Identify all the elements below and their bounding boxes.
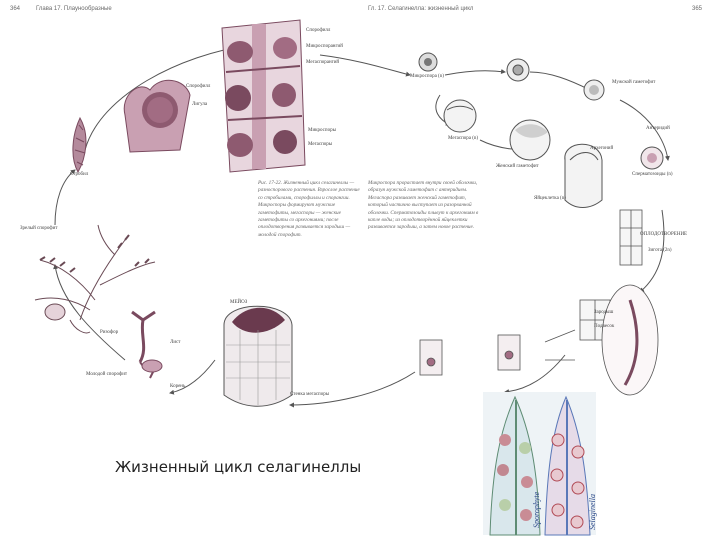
label-embryo: Зародыш — [594, 310, 613, 316]
label-sporophyll-mid: Спорофилл — [186, 84, 210, 90]
label-strobil: Стробил — [70, 172, 88, 178]
label-microsporangium: Микроспорангий — [306, 44, 343, 50]
strobilus-section — [222, 20, 305, 172]
label-rhizophore: Ризофор — [100, 330, 118, 336]
label-meiosis: МЕЙОЗ — [230, 300, 247, 306]
strobilus-small — [73, 118, 86, 172]
cycle-arrow — [55, 170, 75, 225]
body-paragraph: Микроспора прорастает внутри своей оболо… — [368, 180, 480, 232]
sporophyll-detail — [124, 80, 190, 152]
label-young-sporophyte: Молодой спорофит — [86, 372, 127, 378]
label-zygote: Зигота (2n) — [648, 248, 672, 254]
cycle-arrow — [290, 372, 415, 405]
label-sporophyll-top: Спорофилл — [306, 28, 330, 34]
cycle-arrow — [55, 265, 125, 360]
label-megaspore-wall: Стенка мегаспоры — [290, 392, 329, 398]
young-sporophyte-emerging — [132, 312, 162, 378]
figure-caption-text: Рис. 17-22. Жизненный цикл селагинеллы —… — [258, 180, 364, 239]
female-gametophyte-section — [224, 306, 292, 406]
label-female-gametophyte: Женский гаметофит — [496, 164, 539, 170]
label-megaspore: Мегаспора (n) — [448, 136, 478, 142]
label-megasporangium: Мегаспорангий — [306, 60, 339, 66]
label-male-gametophyte: Мужской гаметофит — [612, 80, 655, 86]
label-microspore: Микроспора (n) — [410, 74, 444, 80]
label-root: Корень — [170, 384, 185, 390]
label-megaspores: Мегаспоры — [308, 142, 332, 148]
cycle-arrow — [445, 71, 505, 75]
micrograph-side-label-right: Selaginella — [588, 494, 597, 530]
label-sperm: Сперматозоиды (n) — [632, 172, 673, 178]
label-archegonium: Архегоний — [590, 146, 613, 152]
label-microspores: Микроспоры — [308, 128, 336, 134]
slide-caption: Жизненный цикл селагинеллы — [115, 458, 361, 476]
label-antheridium: Антеридий — [646, 126, 670, 132]
label-fertilization: ОПЛОДОТВОРЕНИЕ — [640, 232, 687, 238]
cycle-arrow — [530, 72, 590, 90]
label-ligula: Лигула — [192, 102, 207, 108]
label-egg: Яйцеклетка (n) — [534, 196, 566, 202]
label-mature-sporophyte: Зрелый спорофит — [20, 226, 58, 232]
label-suspensor: Подвесок — [594, 324, 614, 330]
label-leaf: Лист — [170, 340, 180, 346]
archegonium-stages — [420, 330, 575, 375]
young-plant-base — [45, 304, 65, 320]
micrograph-side-label-left: Sporophyte — [532, 492, 541, 528]
